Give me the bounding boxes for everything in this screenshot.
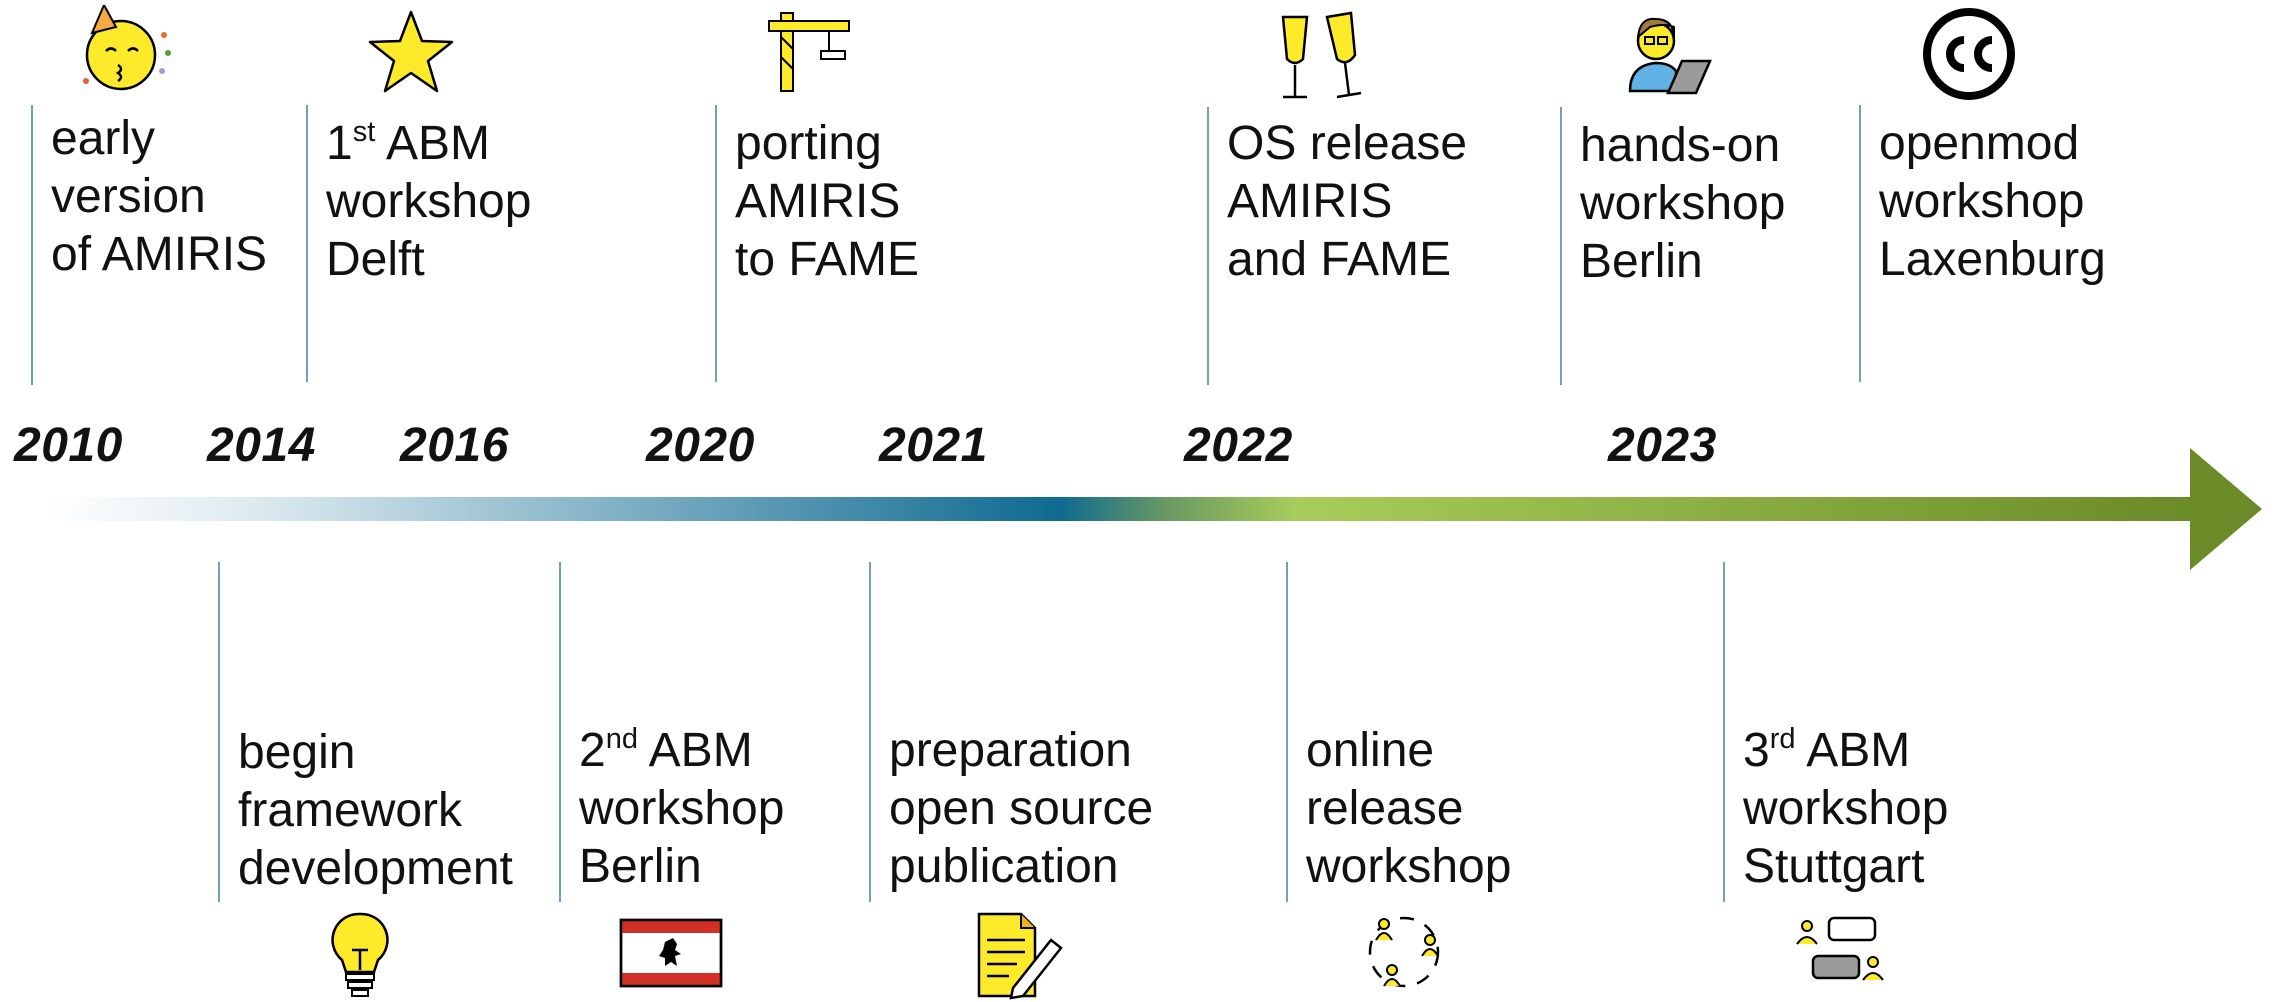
event-label-line: workshop [1306,840,1512,893]
person-at-laptop-icon [1628,17,1712,95]
event-label-line: 1st ABM [326,116,490,170]
year-label: 2020 [646,419,755,472]
event-label-line: 3rd ABM [1743,723,1911,777]
event-label-line: Berlin [579,840,702,893]
event-label-line: preparation [889,724,1132,777]
creative-commons-icon [1923,8,2015,100]
event-label-line: open source [889,782,1154,835]
document-pencil-icon [977,912,1063,1000]
event-label-line: porting [735,117,882,170]
arrow-shaft [50,497,2200,521]
event-label-line: online [1306,724,1435,777]
event-label-line: workshop [1580,177,1786,230]
year-label: 2021 [879,419,988,472]
people-discussion-icon [1796,916,1884,981]
event-label-line: development [238,842,513,895]
event-label-line: workshop [579,782,785,835]
year-label: 2022 [1184,419,1293,472]
event-label-line: to FAME [735,233,920,286]
event-label-line: version [51,170,206,223]
event-label-line: Laxenburg [1879,233,2106,286]
event-label-line: release [1306,782,1464,835]
arrow-head [2190,448,2262,570]
champagne-glasses-icon [1281,11,1362,99]
year-label: 2014 [207,419,316,472]
event-label-line: hands-on [1580,119,1781,172]
party-face-icon [83,5,171,91]
construction-crane-icon [768,12,850,92]
berlin-flag-icon [619,918,723,988]
year-label: 2010 [14,419,123,472]
event-label-line: and FAME [1227,233,1452,286]
year-label: 2016 [400,419,509,472]
event-label-line: of AMIRIS [51,228,268,281]
event-label-line: framework [238,784,463,837]
event-label-line: publication [889,840,1119,893]
event-label-line: workshop [1879,175,2085,228]
star-icon [368,10,454,93]
light-bulb-icon [331,912,389,997]
event-label-line: early [51,112,156,165]
event-label-line: workshop [1743,782,1949,835]
year-label: 2023 [1608,419,1717,472]
connected-people-icon [1368,916,1440,988]
event-label-line: openmod [1879,117,2080,170]
event-label-line: OS release [1227,117,1468,170]
event-label-line: Berlin [1580,235,1703,288]
event-label-line: AMIRIS [735,175,901,228]
event-label-line: Stuttgart [1743,840,1925,893]
event-label-line: workshop [326,175,532,228]
event-label-line: begin [238,726,356,779]
event-label-line: AMIRIS [1227,175,1393,228]
event-label-line: 2nd ABM [579,723,753,777]
event-label-line: Delft [326,233,425,286]
